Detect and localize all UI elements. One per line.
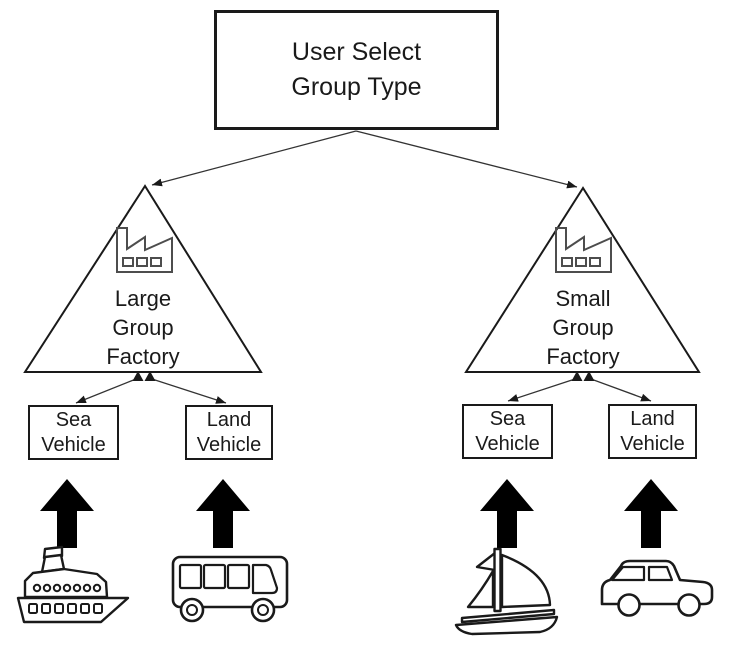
user-select-group-type-node: User Select Group Type <box>214 10 499 130</box>
product-label-line: Land <box>206 408 252 431</box>
product-label-line: Vehicle <box>620 432 685 455</box>
product-label-line: Sea <box>55 408 92 431</box>
large-factory-triangle <box>23 184 263 373</box>
connector-root-to-large-factory <box>151 130 357 187</box>
connector-small-to-land <box>590 378 652 402</box>
factory-label-line: Large <box>114 286 172 311</box>
block-up-arrow-icon <box>40 479 94 548</box>
small-sea-vehicle-node: Sea Vehicle <box>462 404 553 459</box>
factory-label-line: Factory <box>106 344 180 369</box>
arrowhead-up-icon <box>571 371 583 381</box>
arrowhead-up-icon <box>583 371 595 381</box>
block-up-arrows <box>40 479 678 548</box>
connector-small-to-sea <box>507 378 576 402</box>
connector-large-to-land <box>151 378 227 404</box>
car-icon <box>600 559 714 617</box>
product-label-line: Sea <box>489 407 526 430</box>
product-label-line: Vehicle <box>196 433 262 456</box>
factory-label-line: Group <box>112 315 174 340</box>
sailboat-icon <box>454 547 559 636</box>
connector-large-to-sea <box>75 378 137 404</box>
block-up-arrow-icon <box>480 479 534 548</box>
base-arrowheads <box>132 371 595 381</box>
product-label-line: Vehicle <box>475 432 540 455</box>
factory-label-line: Small <box>555 286 611 311</box>
product-label-line: Land <box>630 407 675 430</box>
arrowhead-up-icon <box>144 371 156 381</box>
block-up-arrow-icon <box>624 479 678 548</box>
factory-icon <box>555 227 612 273</box>
factory-icon <box>116 227 173 273</box>
root-to-factory-connectors <box>151 130 578 189</box>
cruise-ship-icon <box>16 545 130 624</box>
large-factory-label: Large Group Factory <box>78 284 208 371</box>
arrowhead-up-icon <box>132 371 144 381</box>
factory-label-line: Group <box>552 315 614 340</box>
small-land-vehicle-node: Land Vehicle <box>608 404 697 459</box>
product-label-line: Vehicle <box>41 433 106 456</box>
block-up-arrow-icon <box>196 479 250 548</box>
root-label-line: Group Type <box>291 73 422 101</box>
factory-to-product-connectors <box>75 378 652 404</box>
large-sea-vehicle-node: Sea Vehicle <box>28 405 119 460</box>
root-label-line: User Select <box>291 38 422 66</box>
connector-root-to-small-factory <box>355 130 578 189</box>
small-factory-triangle <box>464 186 701 373</box>
large-land-vehicle-node: Land Vehicle <box>185 405 273 460</box>
factory-label-line: Factory <box>546 344 620 369</box>
small-factory-label: Small Group Factory <box>518 284 648 371</box>
bus-icon <box>171 555 289 623</box>
